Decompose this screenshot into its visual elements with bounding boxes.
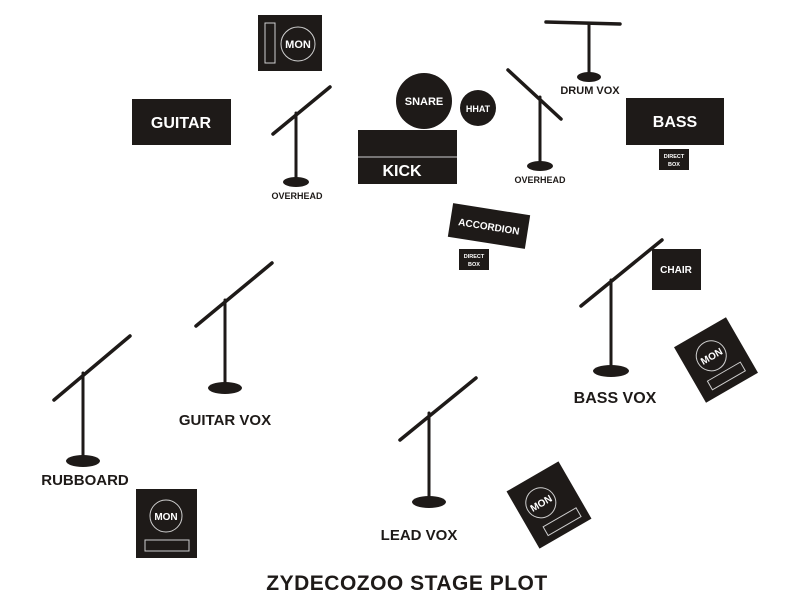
bass-amp: BASS (626, 98, 724, 145)
hihat: HHAT (460, 90, 496, 126)
monitor-label: MON (285, 39, 311, 51)
mic-drum-vox: DRUM VOX (544, 20, 622, 97)
mic-rubboard: RUBBOARD (41, 334, 132, 489)
accordion: ACCORDION (447, 203, 531, 249)
guitar-vox-label: GUITAR VOX (179, 412, 271, 429)
rubboard-label: RUBBOARD (41, 472, 129, 489)
snare-drum: SNARE (396, 73, 452, 129)
bass-vox-label: BASS VOX (574, 390, 657, 407)
drum-vox-label: DRUM VOX (560, 85, 620, 97)
direct-box-label: DIRECT (664, 154, 685, 160)
bass-direct-box: DIRECT BOX (659, 149, 689, 170)
accordion-direct-box: DIRECT BOX (459, 249, 489, 270)
guitar-amp: GUITAR (132, 99, 231, 145)
mic-overhead-right: OVERHEAD (506, 68, 566, 185)
hhat-label: HHAT (466, 104, 491, 114)
direct-box-label: BOX (468, 262, 480, 268)
monitor-label: MON (154, 512, 177, 523)
kick-label: KICK (382, 163, 422, 180)
mic-overhead-left: OVERHEAD (271, 85, 332, 201)
mic-guitar-vox: GUITAR VOX (179, 261, 274, 429)
mic-bass-vox: BASS VOX (574, 238, 664, 407)
chair: CHAIR (652, 249, 701, 290)
overhead-right-label: OVERHEAD (514, 175, 566, 185)
direct-box-label: DIRECT (464, 254, 485, 260)
chair-label: CHAIR (660, 265, 692, 276)
guitar-label: GUITAR (151, 115, 212, 132)
monitor-left: MON (136, 489, 197, 558)
overhead-left-label: OVERHEAD (271, 191, 323, 201)
direct-box-label: BOX (668, 162, 680, 168)
monitor-center: MON (506, 461, 592, 549)
monitor-right: MON (674, 317, 758, 403)
snare-label: SNARE (405, 96, 444, 108)
lead-vox-label: LEAD VOX (381, 527, 458, 544)
page-title: ZYDECOZOO STAGE PLOT (266, 572, 547, 595)
mic-lead-vox: LEAD VOX (381, 376, 478, 544)
monitor-top: MON (258, 15, 322, 71)
kick-drum: KICK (358, 130, 457, 184)
bass-label: BASS (653, 114, 698, 131)
